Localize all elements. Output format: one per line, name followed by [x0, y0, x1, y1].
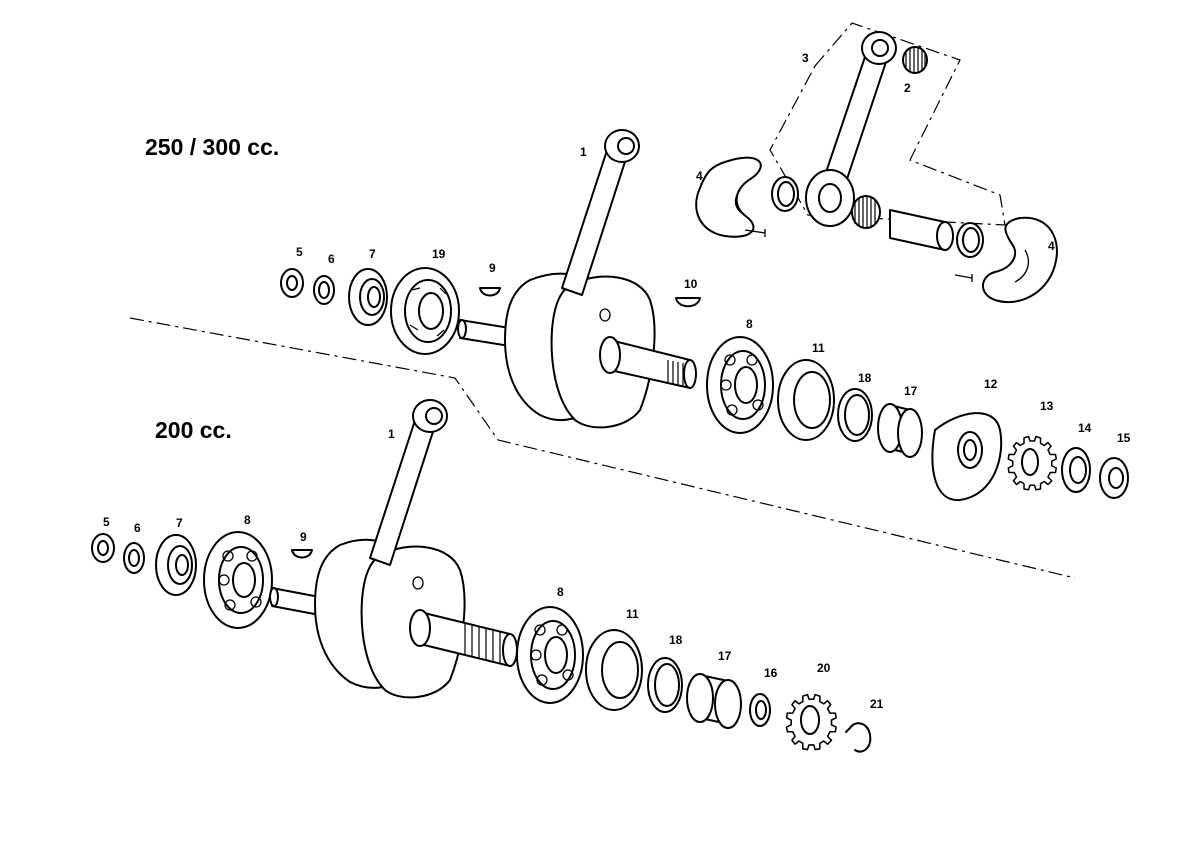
lower-washer: [123, 542, 145, 574]
lower-oil-seal-7: [155, 534, 197, 596]
label-u12: 12: [984, 377, 998, 391]
label-u5: 5: [296, 245, 303, 259]
lower-circlip-21: [845, 722, 872, 753]
lower-washer-16: [749, 693, 771, 727]
lower-assembly: [91, 399, 872, 753]
label-l20: 20: [817, 661, 831, 675]
label-u8: 8: [746, 317, 753, 331]
upper-nut-15: [1099, 457, 1129, 499]
label-u18: 18: [858, 371, 872, 385]
upper-assembly: [280, 31, 1129, 502]
lower-spacer-17: [686, 673, 742, 729]
label-u19: 19: [432, 247, 446, 261]
upper-oil-seal-11: [777, 359, 835, 441]
upper-key-10: [675, 297, 701, 308]
upper-bearing-19: [390, 267, 460, 355]
label-l16: 16: [764, 666, 778, 680]
kit-crank-pin: [889, 209, 954, 251]
section-title-250-300: 250 / 300 cc.: [145, 134, 279, 160]
part-labels: 1 2 3 4 4 5 6 7 19 9 10 8 11 18 17 12 13…: [103, 51, 1131, 711]
label-l6: 6: [134, 521, 141, 535]
label-u17: 17: [904, 384, 918, 398]
label-u7: 7: [369, 247, 376, 261]
label-l5: 5: [103, 515, 110, 529]
upper-o-ring-18: [837, 388, 873, 442]
label-l7: 7: [176, 516, 183, 530]
lower-bearing-8a: [203, 531, 273, 629]
upper-bearing-8: [706, 336, 774, 434]
label-u3: 3: [802, 51, 809, 65]
label-l18: 18: [669, 633, 683, 647]
lower-nut: [91, 533, 115, 563]
label-u15: 15: [1117, 431, 1131, 445]
upper-spacer-17: [877, 403, 923, 458]
upper-nut: [280, 268, 304, 298]
upper-key-9: [479, 287, 501, 297]
lower-gear-20: [785, 693, 838, 751]
lower-o-ring-18: [647, 657, 683, 713]
upper-oil-seal-7: [348, 268, 388, 326]
label-l8a: 8: [244, 513, 251, 527]
kit-big-end-bearing: [851, 195, 881, 229]
label-u10: 10: [684, 277, 698, 291]
label-u4b: 4: [1048, 239, 1055, 253]
label-u14: 14: [1078, 421, 1092, 435]
kit-small-end-bearing: [902, 46, 928, 74]
label-u11: 11: [812, 341, 825, 355]
upper-washer-14: [1061, 447, 1091, 493]
label-l8b: 8: [557, 585, 564, 599]
kit-connecting-rod: [805, 31, 897, 227]
label-l17: 17: [718, 649, 732, 663]
lower-connecting-rod: [369, 399, 448, 566]
lower-key-9: [291, 549, 313, 559]
label-l1: 1: [388, 427, 395, 441]
kit-counterweight-right: [954, 216, 1058, 304]
label-l11: 11: [626, 607, 639, 621]
upper-washer: [313, 275, 335, 305]
upper-pump-cam-12: [931, 412, 1003, 502]
label-l9: 9: [300, 530, 307, 544]
label-u4a: 4: [696, 169, 703, 183]
label-u13: 13: [1040, 399, 1054, 413]
upper-connecting-rod: [561, 129, 640, 296]
label-u6: 6: [328, 252, 335, 266]
lower-oil-seal-11: [585, 629, 643, 711]
section-title-200: 200 cc.: [155, 417, 232, 443]
label-u9: 9: [489, 261, 496, 275]
label-l21: 21: [870, 697, 884, 711]
separator-line: [129, 317, 1076, 579]
upper-crankshaft: [457, 272, 697, 429]
upper-gear-13: [1007, 435, 1058, 491]
lower-bearing-8b: [516, 606, 584, 704]
label-u2: 2: [904, 81, 911, 95]
lower-crankshaft: [269, 538, 518, 699]
label-u1: 1: [580, 145, 587, 159]
kit-counterweight-left: [695, 156, 766, 238]
